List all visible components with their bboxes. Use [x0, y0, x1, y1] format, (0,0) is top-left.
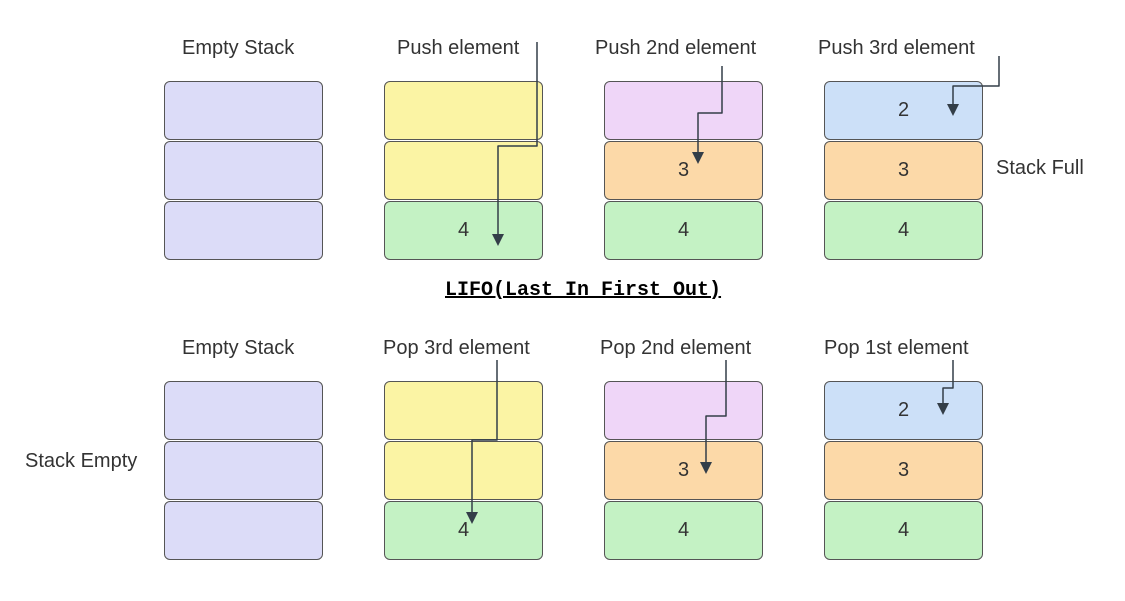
- stack-cell: [384, 381, 543, 440]
- stack-cell: [164, 201, 323, 260]
- stack-cell: [164, 501, 323, 560]
- stack-cell: [164, 381, 323, 440]
- pop-stack-1-label: Empty Stack: [182, 337, 295, 359]
- pop-stack-2-label: Pop 3rd element: [383, 337, 530, 359]
- stack-cell: [164, 81, 323, 140]
- stack-cell: 2: [824, 81, 983, 140]
- diagram-title: LIFO(Last In First Out): [445, 279, 722, 302]
- stack-cell: 3: [824, 141, 983, 200]
- stack-empty-label: Stack Empty: [25, 450, 138, 472]
- stack-cell: 4: [824, 201, 983, 260]
- stack-cell: 4: [604, 201, 763, 260]
- stack-cell: [604, 381, 763, 440]
- stack-cell: 2: [824, 381, 983, 440]
- stack-cell: 4: [824, 501, 983, 560]
- stack-cell: [384, 81, 543, 140]
- stack-cell: 3: [604, 441, 763, 500]
- pop-stack-3-label: Pop 2nd element: [600, 337, 752, 359]
- stack-cell: [384, 441, 543, 500]
- stack-cell: 4: [604, 501, 763, 560]
- stack-cell: 4: [384, 201, 543, 260]
- stack-cell: 4: [384, 501, 543, 560]
- stack-cell: [164, 141, 323, 200]
- stack-full-label: Stack Full: [996, 157, 1084, 179]
- stack-cell: 3: [824, 441, 983, 500]
- stack-cell: [384, 141, 543, 200]
- stack-cell: [604, 81, 763, 140]
- push-stack-1-label: Empty Stack: [182, 37, 295, 59]
- push-stack-3-label: Push 2nd element: [595, 37, 757, 59]
- pop-stack-4-label: Pop 1st element: [824, 337, 969, 359]
- stack-cell: [164, 441, 323, 500]
- stack-cell: 3: [604, 141, 763, 200]
- push-stack-4-label: Push 3rd element: [818, 37, 975, 59]
- push-stack-2-label: Push element: [397, 37, 520, 59]
